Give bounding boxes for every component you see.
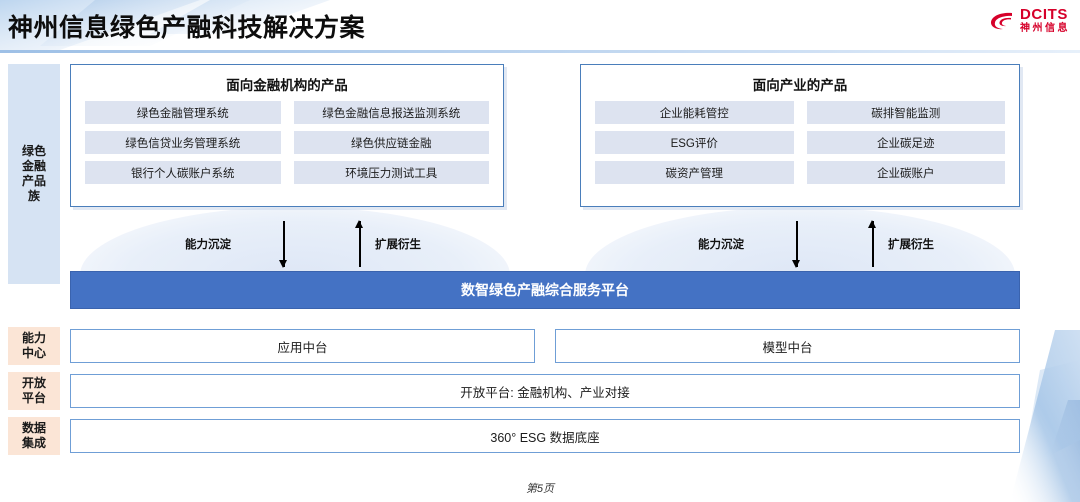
product-chip[interactable]: 企业能耗管控 bbox=[595, 101, 794, 124]
sidebar-label-line: 开放 bbox=[21, 376, 46, 390]
product-chip[interactable]: 银行个人碳账户系统 bbox=[85, 161, 281, 184]
brand-logo: DCITS 神州信息 bbox=[989, 7, 1070, 34]
flow-label-capability-precipitation: 能力沉淀 bbox=[185, 239, 231, 251]
panel-financial-institution-products: 面向金融机构的产品 绿色金融管理系统 绿色金融信息报送监测系统 绿色信贷业务管理… bbox=[70, 64, 504, 207]
sidebar-item-data-integration[interactable]: 数据 集成 bbox=[8, 417, 60, 455]
layer-box-data-foundation[interactable]: 360° ESG 数据底座 bbox=[70, 419, 1020, 453]
product-chip[interactable]: 碳排智能监测 bbox=[806, 101, 1005, 124]
sidebar-label-line: 集成 bbox=[21, 436, 46, 450]
panel-industry-products: 面向产业的产品 企业能耗管控 碳排智能监测 ESG评价 企业碳足迹 碳资产管理 … bbox=[580, 64, 1020, 207]
flow-label-expansion-derivation: 扩展衍生 bbox=[375, 239, 421, 251]
swoosh-icon bbox=[990, 12, 1012, 29]
panel-title: 面向产业的产品 bbox=[752, 78, 848, 93]
sidebar-label-line: 绿色 bbox=[21, 144, 46, 158]
arrow-down-icon bbox=[790, 221, 804, 268]
panel-title: 面向金融机构的产品 bbox=[226, 78, 348, 93]
layer-row-data-foundation: 360° ESG 数据底座 bbox=[70, 419, 1020, 453]
product-chip[interactable]: 绿色信贷业务管理系统 bbox=[85, 131, 281, 154]
logo-en-text: DCITS bbox=[1020, 6, 1068, 23]
arrow-up-icon bbox=[866, 220, 880, 267]
sidebar-label-line: 能力 bbox=[21, 331, 46, 345]
flow-label-expansion-derivation: 扩展衍生 bbox=[888, 239, 934, 251]
page-number: 第5页 bbox=[525, 483, 555, 495]
sidebar-item-product-family[interactable]: 绿色 金融 产品 族 bbox=[8, 64, 60, 284]
flow-label-capability-precipitation: 能力沉淀 bbox=[698, 239, 744, 251]
sidebar-label-line: 金融 bbox=[21, 159, 46, 173]
page-title: 神州信息绿色产融科技解决方案 bbox=[8, 14, 366, 42]
header-divider bbox=[0, 50, 1080, 53]
product-chip[interactable]: ESG评价 bbox=[595, 131, 794, 154]
sidebar-label-line: 族 bbox=[27, 189, 40, 203]
arrow-down-icon bbox=[277, 221, 291, 268]
sidebar-label-line: 平台 bbox=[21, 391, 46, 405]
sidebar-label-line: 中心 bbox=[21, 346, 46, 360]
sidebar-label-line: 产品 bbox=[21, 174, 46, 188]
diagram-stage: 绿色 金融 产品 族 能力 中心 开放 平台 数据 集成 面向金融机构的产品 绿… bbox=[0, 52, 1080, 502]
layer-row-open-platform: 开放平台: 金融机构、产业对接 bbox=[70, 374, 1020, 408]
logo-cn-text: 神州信息 bbox=[1020, 23, 1070, 34]
platform-bar[interactable]: 数智绿色产融综合服务平台 bbox=[70, 271, 1020, 309]
flow-group-right: 能力沉淀 扩展衍生 bbox=[638, 217, 1020, 275]
sidebar-label-line: 数据 bbox=[21, 421, 46, 435]
product-chip[interactable]: 企业碳账户 bbox=[806, 161, 1005, 184]
layer-box-open-platform[interactable]: 开放平台: 金融机构、产业对接 bbox=[70, 374, 1020, 408]
product-chip-grid: 企业能耗管控 碳排智能监测 ESG评价 企业碳足迹 碳资产管理 企业碳账户 bbox=[581, 101, 1019, 184]
product-chip[interactable]: 碳资产管理 bbox=[595, 161, 794, 184]
layer-box-application-midend[interactable]: 应用中台 bbox=[70, 329, 535, 363]
arrow-up-icon bbox=[353, 220, 367, 267]
product-chip[interactable]: 环境压力测试工具 bbox=[293, 161, 489, 184]
product-chip[interactable]: 绿色供应链金融 bbox=[293, 131, 489, 154]
product-chip[interactable]: 绿色金融信息报送监测系统 bbox=[293, 101, 489, 124]
product-chip[interactable]: 绿色金融管理系统 bbox=[85, 101, 281, 124]
product-chip[interactable]: 企业碳足迹 bbox=[806, 131, 1005, 154]
product-chip-grid: 绿色金融管理系统 绿色金融信息报送监测系统 绿色信贷业务管理系统 绿色供应链金融… bbox=[71, 101, 503, 184]
flow-group-left: 能力沉淀 扩展衍生 bbox=[125, 217, 505, 275]
layer-row-capability: 应用中台 模型中台 bbox=[70, 329, 1020, 363]
layer-box-model-midend[interactable]: 模型中台 bbox=[555, 329, 1020, 363]
sidebar-item-open-platform[interactable]: 开放 平台 bbox=[8, 372, 60, 410]
page-header: 神州信息绿色产融科技解决方案 DCITS 神州信息 bbox=[0, 0, 1080, 52]
sidebar-item-capability-center[interactable]: 能力 中心 bbox=[8, 327, 60, 365]
